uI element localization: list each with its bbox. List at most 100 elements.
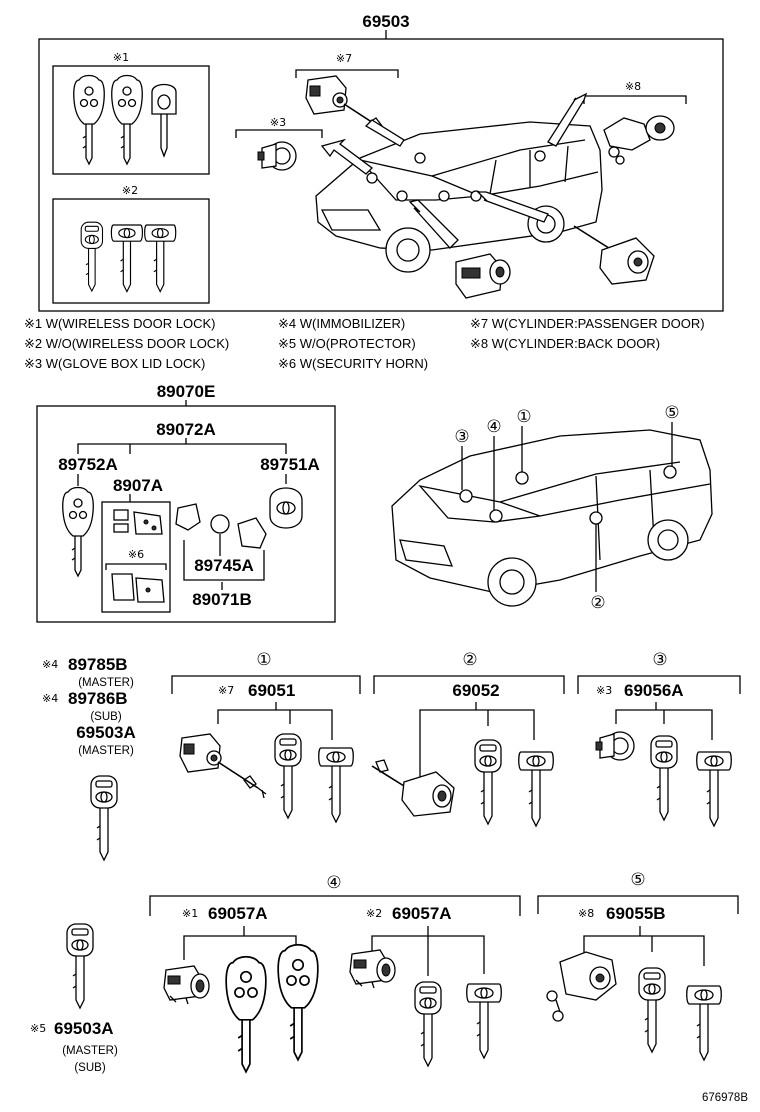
transmitter-board-horn: [111, 573, 165, 603]
callout-4-car: ④: [486, 417, 501, 436]
set-4-callout: ④: [326, 873, 341, 892]
note-6: ※6 W(SECURITY HORN): [278, 356, 428, 371]
group-2-mark: ※2: [122, 184, 138, 197]
set-4b-cylinder: [349, 949, 396, 989]
set-4a-cylinder: [163, 965, 210, 1005]
set-2-key-b: [518, 751, 554, 827]
set-2-door-cylinder: [371, 759, 455, 817]
set-5-mark: ※8: [578, 907, 594, 920]
group-8-mark: ※8: [625, 80, 641, 93]
back-door-cylinder-low: [573, 225, 655, 285]
set-3-callout: ③: [652, 650, 667, 669]
key-g2-3: [144, 224, 177, 293]
set-5-back-door-cylinder: [546, 951, 617, 1022]
group-3-mark: ※3: [270, 116, 286, 129]
kit-box: [36, 405, 336, 623]
group-7-mark: ※7: [336, 52, 352, 65]
set-4a-mark: ※1: [182, 907, 198, 920]
group-1-box: [52, 65, 210, 175]
master-key: [90, 775, 118, 861]
set-3-mark: ※3: [596, 684, 612, 697]
right-key-number: 89751A: [260, 455, 320, 474]
note-1: ※1 W(WIRELESS DOOR LOCK): [24, 316, 215, 331]
group-2-box: [52, 198, 210, 304]
set-4b-number: 69057A: [392, 904, 452, 923]
master-2-number: 89786B: [68, 689, 128, 708]
set-5-callout: ⑤: [630, 870, 645, 889]
fob-key-3: [151, 83, 177, 158]
set-5-key-b: [686, 985, 722, 1061]
set-3-key-b: [696, 751, 732, 827]
battery-number: 89745A: [194, 556, 254, 575]
group-1-mark: ※1: [113, 51, 129, 64]
master-1-number: 89785B: [68, 655, 128, 674]
callout-5-car: ⑤: [664, 403, 679, 422]
mark-6: ※6: [128, 548, 144, 561]
transmitter-box: [101, 501, 171, 613]
set-4b-mark: ※2: [366, 907, 382, 920]
door-cylinder-mid: [455, 253, 511, 299]
top-part-number: 69503: [362, 12, 409, 31]
master-1-label: (MASTER): [78, 677, 134, 689]
back-door-cylinder-top: [603, 115, 675, 165]
set-4a-fob-b: [277, 943, 319, 1061]
bottom-key-mark: ※5: [30, 1022, 46, 1035]
bottom-key-label-2: (SUB): [74, 1062, 105, 1074]
kit-battery-parts: [175, 503, 267, 549]
note-4: ※4 W(IMMOBILIZER): [278, 316, 405, 331]
note-5: ※5 W/O(PROTECTOR): [278, 336, 416, 351]
transmitter-board: [113, 509, 163, 535]
kit-remote-case: [269, 487, 303, 529]
master-1-mark: ※4: [42, 658, 58, 671]
set-1-key-b: [318, 747, 354, 823]
set-4a-fob-a: [225, 955, 267, 1073]
set-3-number: 69056A: [624, 681, 684, 700]
master-3-number: 69503A: [76, 723, 136, 742]
note-3: ※3 W(GLOVE BOX LID LOCK): [24, 356, 205, 371]
glove-box-lock-top: [257, 141, 297, 171]
set-2-number: 69052: [452, 681, 499, 700]
callout-1-car: ①: [516, 407, 531, 426]
bottom-master-key: [66, 923, 94, 1009]
callout-2-car: ②: [590, 593, 605, 612]
reference-code: 676978B: [702, 1092, 748, 1104]
set-3-glove-box-lock: [595, 731, 635, 761]
note-8: ※8 W(CYLINDER:BACK DOOR): [470, 336, 660, 351]
set-4a-number: 69057A: [208, 904, 268, 923]
callout-lines-mid: [461, 422, 673, 592]
set-1-number: 69051: [248, 681, 295, 700]
top-box: [38, 38, 724, 312]
case-number: 89071B: [192, 590, 252, 609]
master-2-label: (SUB): [90, 711, 121, 723]
set-3-key-a: [650, 735, 678, 821]
note-7: ※7 W(CYLINDER:PASSENGER DOOR): [470, 316, 705, 331]
left-key-number: 89752A: [58, 455, 118, 474]
car-illustration-top: [315, 92, 603, 273]
set-4b-key-a: [414, 981, 442, 1067]
set-5-key-a: [638, 967, 666, 1053]
master-2-mark: ※4: [42, 692, 58, 705]
callout-3-car: ③: [454, 427, 469, 446]
set-1-mark: ※7: [218, 684, 234, 697]
set-1-callout: ①: [256, 650, 271, 669]
kit-part-number: 89070E: [157, 382, 216, 401]
bottom-key-number: 69503A: [54, 1019, 114, 1038]
note-2: ※2 W/O(WIRELESS DOOR LOCK): [24, 336, 229, 351]
set-1-door-cylinder: [179, 733, 267, 799]
bottom-key-label-1: (MASTER): [62, 1045, 118, 1057]
transmitter-number: 8907A: [113, 476, 163, 495]
fob-key-2: [111, 74, 143, 165]
set-2-key-a: [474, 739, 502, 825]
set-1-key-a: [274, 733, 302, 819]
key-g2-2: [110, 224, 144, 293]
car-illustration-mid: [391, 429, 713, 607]
key-g2-1: [80, 221, 104, 292]
set-4b-key-b: [466, 983, 502, 1059]
sub-assy-number: 89072A: [156, 420, 216, 439]
set-2-callout: ②: [462, 650, 477, 669]
master-3-label: (MASTER): [78, 745, 134, 757]
set-5-number: 69055B: [606, 904, 666, 923]
kit-fob-key: [62, 486, 94, 577]
fob-key-1: [73, 74, 105, 165]
